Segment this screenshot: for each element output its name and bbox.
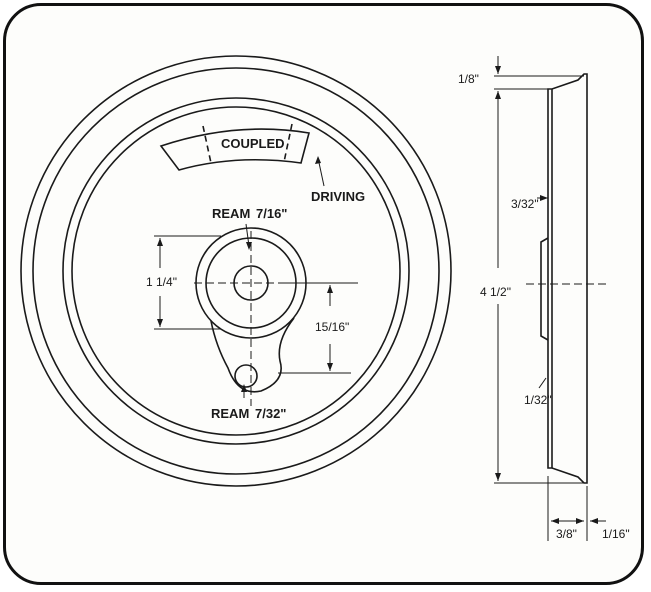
arrowhead [327,285,333,293]
flange-thickness-label: 1/8" [458,72,479,86]
arrowhead [590,518,598,524]
ream-bottom-size: 7/32" [255,406,286,421]
ream-top-label: REAM [212,206,250,221]
crank-throw-label: 15/16" [315,320,349,334]
arrowhead [315,156,321,164]
arrowhead [495,91,501,99]
wheel-drawing: COUPLED DRIVING REAM 7/16" REAM 7/32" 1 … [20,55,630,541]
drawing-frame: COUPLED DRIVING REAM 7/16" REAM 7/32" 1 … [3,3,644,585]
arrowhead [495,473,501,481]
arrowhead [246,242,252,250]
side-view [540,73,588,484]
wheel-side-profile [547,73,588,484]
hub-step-label: 1/32" [524,393,552,407]
boss-height-label: 1 1/4" [146,275,177,289]
ream-bottom-label: REAM [211,406,249,421]
wheel-outer-rim [20,55,452,487]
hub-step-leader [538,377,547,389]
arrowhead [157,238,163,246]
flange-offset-label: 1/16" [602,527,630,541]
overall-diameter-label: 4 1/2" [480,285,511,299]
crank-arm [210,317,295,393]
arrowhead [576,518,584,524]
ream-top-size: 7/16" [256,206,287,221]
arrowhead [551,518,559,524]
wheel-tyre-ring [62,97,410,445]
wheel-inner-ring [71,106,401,436]
tyre-step-label: 3/32" [511,197,539,211]
coupled-boundary-right [283,123,293,163]
arrowhead [157,319,163,327]
wheel-flange-ring [32,67,440,475]
arrowhead [241,384,247,392]
arrowhead [495,66,501,74]
counterweight [159,128,311,171]
arrowhead [327,363,333,371]
width-label: 3/8" [556,527,577,541]
driving-label: DRIVING [311,189,365,204]
arrowhead [540,195,548,201]
hub-profile [540,237,549,341]
crank-pin-hole [234,364,258,388]
coupled-boundary-left [202,125,212,164]
coupled-label: COUPLED [221,136,285,151]
